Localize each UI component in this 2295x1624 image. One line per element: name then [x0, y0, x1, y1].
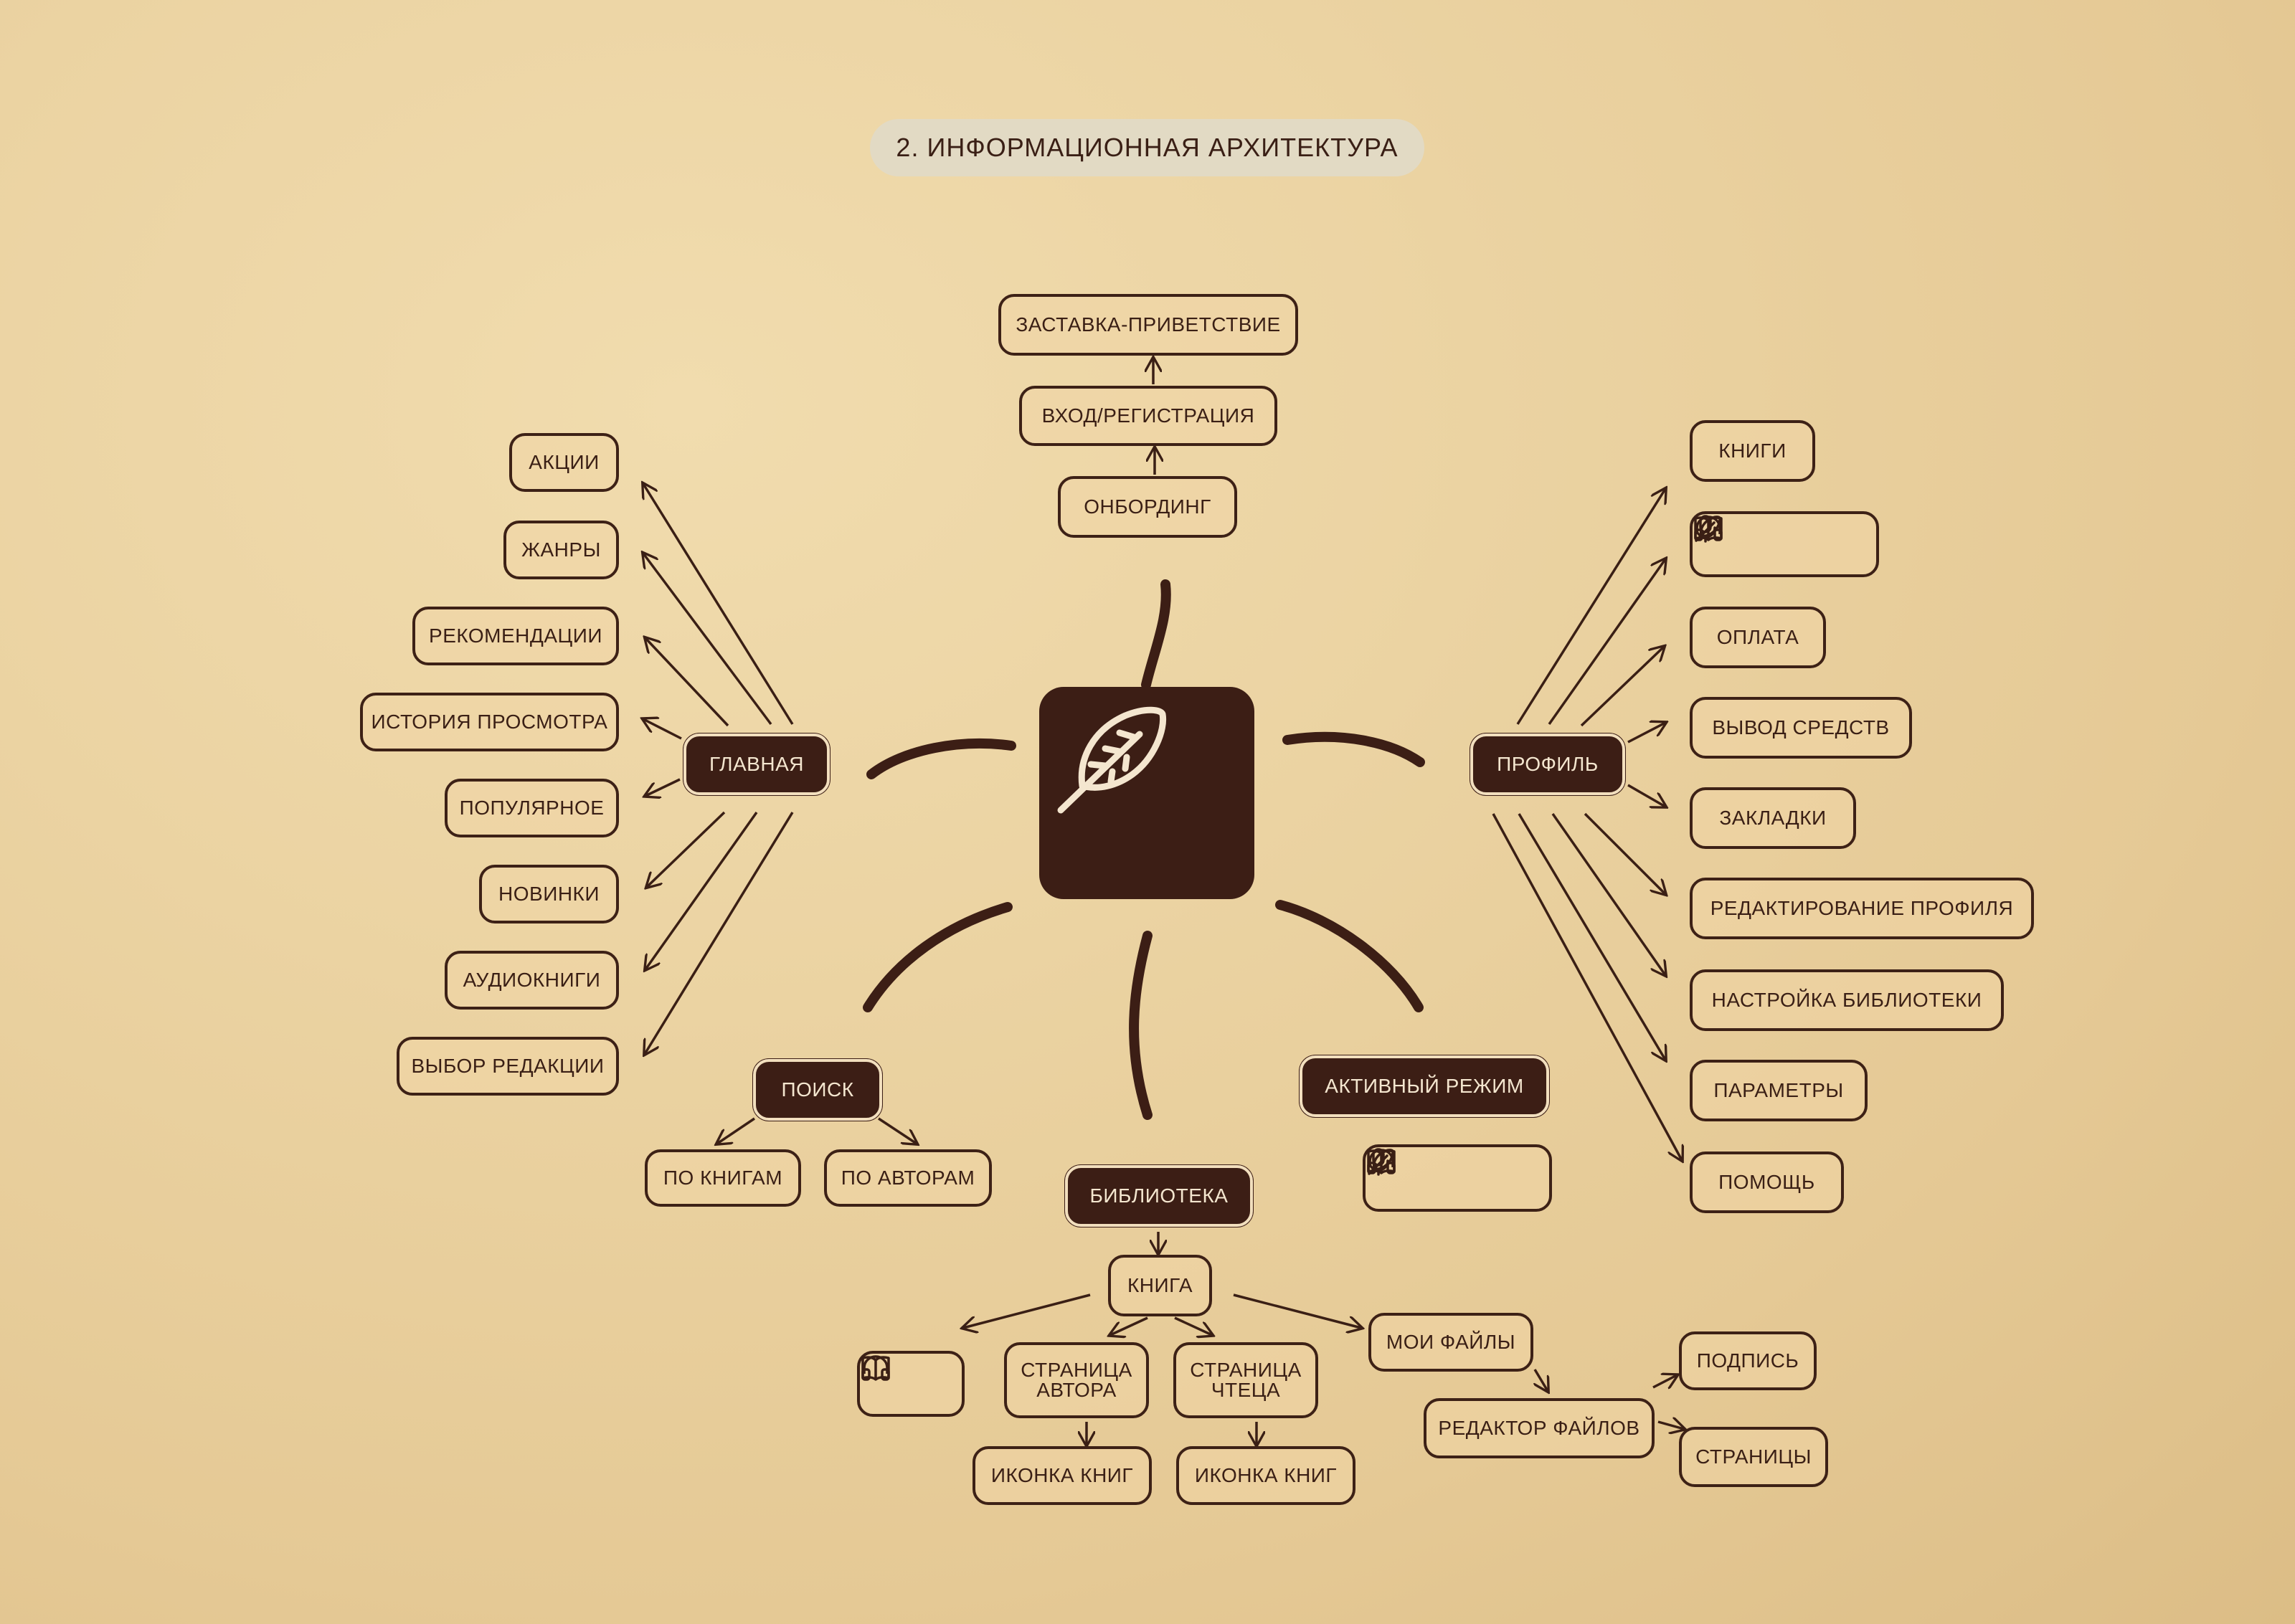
node-search[interactable]: ПОИСК — [753, 1059, 882, 1121]
node-profile[interactable]: ПРОФИЛЬ — [1470, 733, 1625, 795]
line-profile-parameters — [1518, 813, 1665, 1060]
line-book-reader — [1174, 1316, 1212, 1335]
line-profile-payment — [1580, 647, 1664, 727]
home-item-popular[interactable]: ПОПУЛЯРНОЕ — [445, 779, 619, 837]
line-profile-formats — [1548, 559, 1665, 726]
line-search-books — [717, 1117, 755, 1144]
line-book-author — [1110, 1316, 1148, 1335]
node-onboarding[interactable]: ОНБОРДИНГ — [1058, 476, 1237, 538]
profile-item-withdrawal[interactable]: ВЫВОД СРЕДСТВ — [1690, 697, 1912, 759]
arrow-to-active-mode — [1275, 900, 1424, 1012]
profile-item-help[interactable]: ПОМОЩЬ — [1690, 1151, 1844, 1213]
home-item-genres[interactable]: ЖАНРЫ — [503, 521, 619, 579]
line-profile-bookmarks — [1627, 784, 1665, 807]
line-home-popular — [645, 778, 681, 796]
line-myfiles-editor — [1535, 1369, 1548, 1391]
line-editor-signature — [1652, 1375, 1677, 1387]
node-library[interactable]: БИБЛИОТЕКА — [1065, 1165, 1253, 1227]
library-reader-page[interactable]: СТРАНИЦА ЧТЕЦА — [1173, 1342, 1318, 1418]
profile-item-edit[interactable]: РЕДАКТИРОВАНИЕ ПРОФИЛЯ — [1690, 878, 2034, 939]
library-author-books[interactable]: ИКОНКА КНИГ — [973, 1446, 1152, 1505]
library-my-files[interactable]: МОИ ФАЙЛЫ — [1368, 1313, 1533, 1372]
arrow-to-search — [863, 902, 1013, 1012]
profile-item-parameters[interactable]: ПАРАМЕТРЫ — [1690, 1060, 1868, 1121]
line-search-authors — [878, 1117, 917, 1144]
book-format-icons — [857, 1351, 965, 1417]
line-home-genres — [643, 554, 772, 726]
profile-format-icons — [1690, 511, 1879, 577]
line-book-myfiles — [1233, 1293, 1361, 1328]
line-profile-withdrawal — [1627, 723, 1665, 744]
line-home-promos — [643, 484, 794, 725]
arrow-to-home — [866, 738, 1016, 779]
profile-item-library-settings[interactable]: НАСТРОЙКА БИБЛИОТЕКИ — [1690, 969, 2004, 1031]
line-profile-help — [1492, 813, 1682, 1160]
arrow-to-onboarding — [1141, 579, 1171, 690]
library-pages[interactable]: СТРАНИЦЫ — [1679, 1427, 1828, 1487]
node-home[interactable]: ГЛАВНАЯ — [683, 733, 830, 795]
center-logo — [1039, 687, 1254, 899]
feather-icon — [1057, 706, 1167, 814]
line-home-audiobooks — [645, 811, 758, 969]
line-profile-library-settings — [1551, 812, 1665, 975]
arrow-to-profile — [1282, 731, 1425, 767]
library-author-page[interactable]: СТРАНИЦА АВТОРА — [1004, 1342, 1149, 1418]
library-signature[interactable]: ПОДПИСЬ — [1679, 1331, 1817, 1390]
home-item-recommendations[interactable]: РЕКОМЕНДАЦИИ — [412, 607, 619, 665]
line-profile-edit — [1584, 812, 1665, 894]
node-splash[interactable]: ЗАСТАВКА-ПРИВЕТСТВИЕ — [998, 294, 1298, 356]
library-reader-books[interactable]: ИКОНКА КНИГ — [1176, 1446, 1355, 1505]
line-home-history — [643, 719, 682, 740]
home-item-history[interactable]: ИСТОРИЯ ПРОСМОТРА — [360, 693, 619, 751]
line-home-editors-choice — [645, 812, 794, 1054]
node-login[interactable]: ВХОД/РЕГИСТРАЦИЯ — [1019, 386, 1277, 446]
home-item-promos[interactable]: АКЦИИ — [509, 433, 619, 492]
line-book-formats — [963, 1293, 1091, 1328]
line-editor-pages — [1657, 1422, 1684, 1429]
page-title: 2. ИНФОРМАЦИОННАЯ АРХИТЕКТУРА — [870, 119, 1424, 176]
profile-item-books[interactable]: КНИГИ — [1690, 420, 1815, 482]
home-item-editors-choice[interactable]: ВЫБОР РЕДАКЦИИ — [397, 1037, 619, 1096]
library-book[interactable]: КНИГА — [1108, 1255, 1212, 1316]
profile-item-bookmarks[interactable]: ЗАКЛАДКИ — [1690, 787, 1856, 849]
profile-item-payment[interactable]: ОПЛАТА — [1690, 607, 1826, 668]
home-item-new[interactable]: НОВИНКИ — [479, 865, 619, 923]
node-active-mode[interactable]: АКТИВНЫЙ РЕЖИМ — [1300, 1055, 1549, 1117]
line-home-recommendations — [645, 638, 729, 727]
library-file-editor[interactable]: РЕДАКТОР ФАЙЛОВ — [1424, 1398, 1655, 1458]
search-by-books[interactable]: ПО КНИГАМ — [645, 1149, 801, 1207]
search-by-authors[interactable]: ПО АВТОРАМ — [824, 1149, 992, 1207]
home-item-audiobooks[interactable]: АУДИОКНИГИ — [445, 951, 619, 1010]
line-profile-books — [1516, 489, 1665, 725]
line-home-new — [647, 811, 726, 887]
active-mode-format-icons — [1363, 1144, 1552, 1212]
arrow-to-library — [1129, 931, 1153, 1120]
